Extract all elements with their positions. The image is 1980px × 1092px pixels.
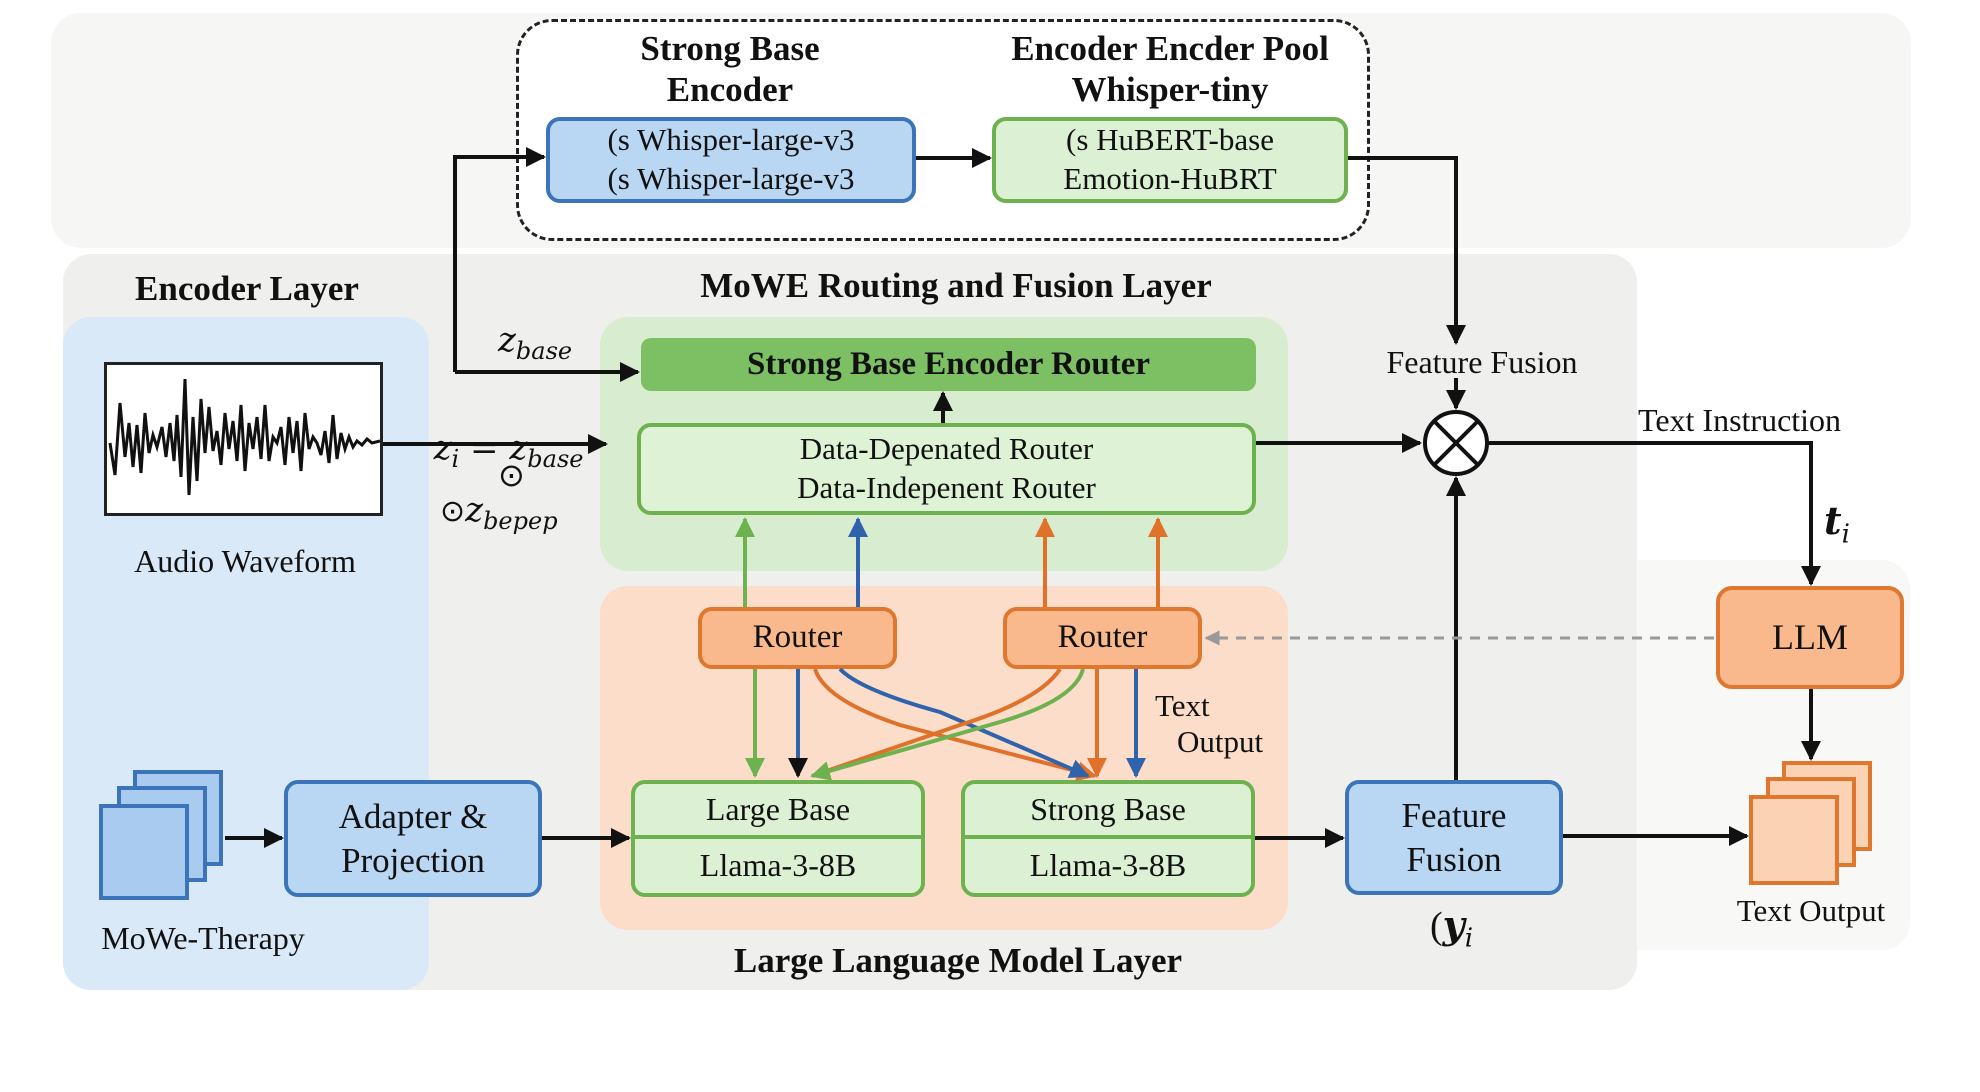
router-right[interactable]: Router (1003, 607, 1202, 669)
llm-box[interactable]: LLM (1716, 586, 1904, 689)
encoder-pool-title: Encoder Encder Pool Whisper-tiny (1011, 28, 1329, 111)
z-symbol: z (433, 428, 452, 468)
t-i-label: ti (1824, 498, 1850, 550)
z-symbol: z (465, 490, 484, 530)
router-line: Data-Depenated Router (799, 431, 1094, 467)
arrow-blue-cross (838, 667, 1090, 779)
model-title: Large Base (635, 784, 921, 839)
box-line: Fusion (1406, 839, 1502, 879)
model-name: (s Whisper-large-v3 (607, 122, 855, 158)
model-name: (s HuBERT-base (1066, 122, 1274, 158)
text-output-documents-icon[interactable] (1749, 761, 1874, 886)
encoder-layer-title: Encoder Layer (135, 269, 359, 308)
model-name: Emotion-HuBRT (1063, 161, 1277, 196)
subscript: i (1841, 519, 1850, 550)
arrow-pool-to-fusion (1348, 156, 1466, 345)
title-line: Whisper-tiny (1071, 70, 1269, 110)
router-line: Data-Indepenent Router (797, 470, 1096, 505)
text-output-label: Text Output (1736, 893, 1886, 928)
model-name: Llama-3-8B (1029, 847, 1187, 884)
title-line: Encoder Encder Pool (1011, 29, 1329, 68)
z-base-label: zbase (498, 320, 572, 365)
zi-equation: zi = zbase (412, 388, 584, 473)
box-line: Projection (341, 840, 485, 880)
router-left[interactable]: Router (698, 607, 897, 669)
large-base-model-box[interactable]: Large Base Llama-3-8B (631, 780, 925, 897)
adapter-projection-box[interactable]: Adapter & Projection (284, 780, 542, 897)
equals-z: = z (459, 428, 528, 468)
document-sheet (99, 804, 189, 900)
subscript: i (451, 444, 460, 473)
subscript: base (527, 444, 584, 473)
t-symbol: t (1824, 498, 1842, 543)
note-line: Output (1177, 723, 1264, 759)
box-line: Adapter & (338, 796, 488, 836)
odot-symbol: ⊙ (440, 494, 466, 529)
llm-layer-title: Large Language Model Layer (733, 941, 1183, 980)
title-line: Strong Base (640, 29, 820, 68)
box-line: Feature (1401, 795, 1507, 835)
arrow-green-cross-left (810, 668, 1085, 781)
subscript: base (515, 336, 573, 365)
text-instruction-label: Text Instruction (1638, 402, 1842, 438)
subscript: i (1464, 923, 1474, 954)
strong-base-model-box[interactable]: Strong Base Llama-3-8B (961, 780, 1255, 897)
audio-waveform-box[interactable] (104, 362, 383, 516)
encoder-pool-box[interactable]: (s HuBERT-base Emotion-HuBRT (992, 117, 1348, 203)
therapy-documents-icon[interactable] (99, 770, 229, 900)
text-output-note: Text Output (1155, 688, 1263, 759)
y-i-label: (yi (1430, 902, 1473, 954)
model-title: Strong Base (965, 784, 1251, 839)
z-symbol: z (498, 320, 516, 360)
document-sheet (1749, 795, 1839, 885)
routing-layer-title: MoWE Routing and Fusion Layer (700, 266, 1212, 305)
waveform-icon (108, 378, 381, 496)
subscript: bepep (483, 506, 558, 535)
arrow-orange-cross-left (811, 667, 1062, 778)
arrow-fusion-to-llm (1488, 441, 1821, 586)
model-name: (s Whisper-large-v3 (607, 161, 855, 196)
arrow-to-strong-encoder (453, 147, 546, 372)
audio-waveform-label: Audio Waveform (134, 543, 356, 579)
fusion-multiply-icon (1423, 410, 1489, 476)
odot-symbol: ⊙ (498, 456, 525, 494)
arrow-orange-cross (813, 668, 1097, 782)
strong-base-encoder-title: Strong Base Encoder (640, 28, 819, 111)
y-symbol: y (1442, 902, 1465, 947)
title-line: Encoder (666, 70, 794, 110)
z-bepep-term: ⊙zbepep (440, 490, 558, 535)
mowe-therapy-label: MoWe-Therapy (101, 920, 305, 956)
feature-fusion-label: Feature Fusion (1386, 344, 1578, 380)
model-name: Llama-3-8B (699, 847, 857, 884)
data-router-box[interactable]: Data-Depenated Router Data-Indepenent Ro… (637, 423, 1256, 515)
strong-base-encoder-box[interactable]: (s Whisper-large-v3 (s Whisper-large-v3 (546, 117, 916, 203)
note-line: Text (1155, 688, 1210, 723)
paren: ( (1430, 905, 1443, 947)
feature-fusion-box[interactable]: Feature Fusion (1345, 780, 1563, 895)
strong-base-encoder-router[interactable]: Strong Base Encoder Router (641, 338, 1256, 391)
